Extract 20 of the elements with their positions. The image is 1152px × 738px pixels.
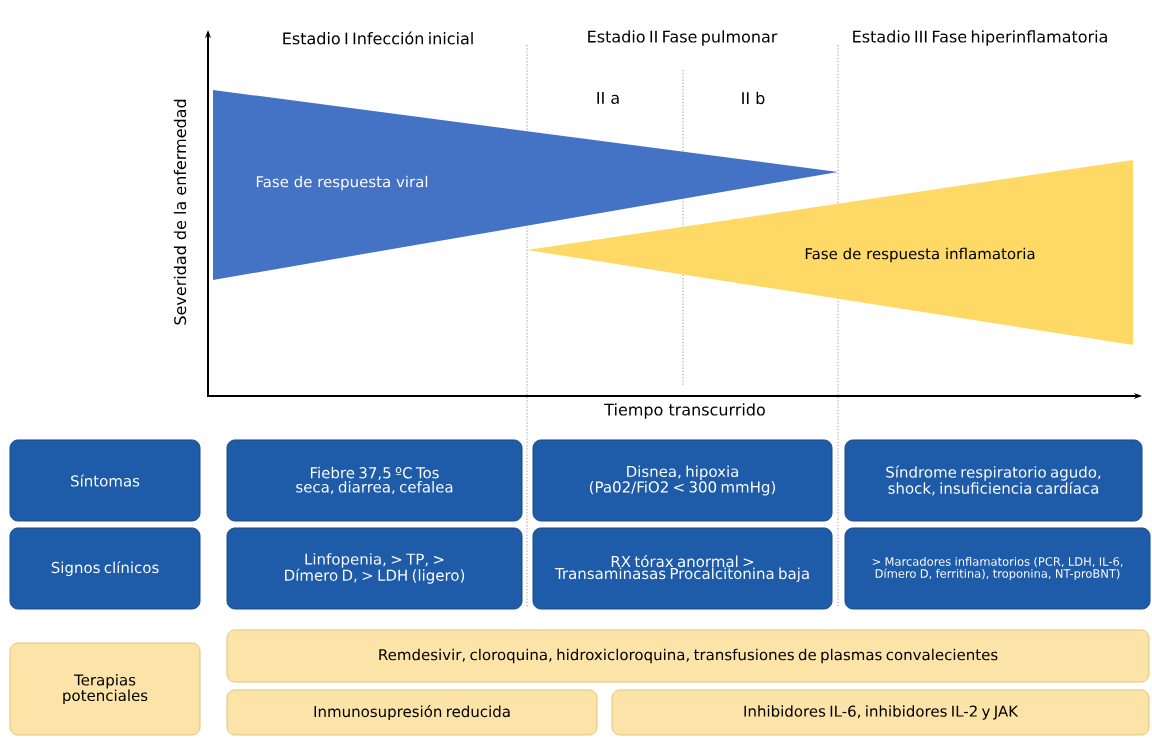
info-box: Remdesivir, cloroquina, hidroxicloroquina, transfusiones de plasmas convalecientes (226, 629, 1150, 683)
stage-heading: Estadio II Fase pulmonar (588, 30, 778, 46)
stage-heading: Estadio I Infección inicial (283, 31, 473, 45)
category-box: Signos clínicos (9, 527, 201, 610)
category-box: Terapias potenciales (9, 642, 201, 736)
info-box: RX tórax anormal > Transaminasas Procalcitonina baja (532, 527, 833, 610)
info-box: Disnea, hipoxia (Pa02/FiO2 < 300 mmHg) (532, 439, 833, 522)
info-box: Inmunosupresión reducida (226, 689, 598, 736)
stage-heading: Estadio III Fase hiperinflamatoria (853, 30, 1107, 46)
info-box: Fiebre 37,5 ºC Tos seca, diarrea, cefalea (226, 439, 523, 522)
axis-label: Tiempo transcurrido (604, 403, 765, 419)
info-box: Inhibidores IL-6, inhibidores IL-2 y JAK (611, 689, 1150, 736)
phase-triangle: Fase de respuesta inflamatoria (527, 160, 1133, 345)
info-box: Síndrome respiratorio agudo, shock, insuficiencia cardíaca (844, 439, 1143, 522)
info-box: Linfopenia, > TP, > Dímero D, > LDH (ligero) (226, 527, 523, 610)
info-box: > Marcadores inflamatorios (PCR, LDH, IL-6, Dímero D, ferritina), troponina, NT-proBNT) (844, 527, 1151, 610)
substage-label: II a (597, 92, 619, 104)
axis-label: Severidad de la enfermedad (173, 99, 187, 325)
category-box: Síntomas (9, 439, 201, 522)
substage-label: II b (742, 91, 765, 105)
